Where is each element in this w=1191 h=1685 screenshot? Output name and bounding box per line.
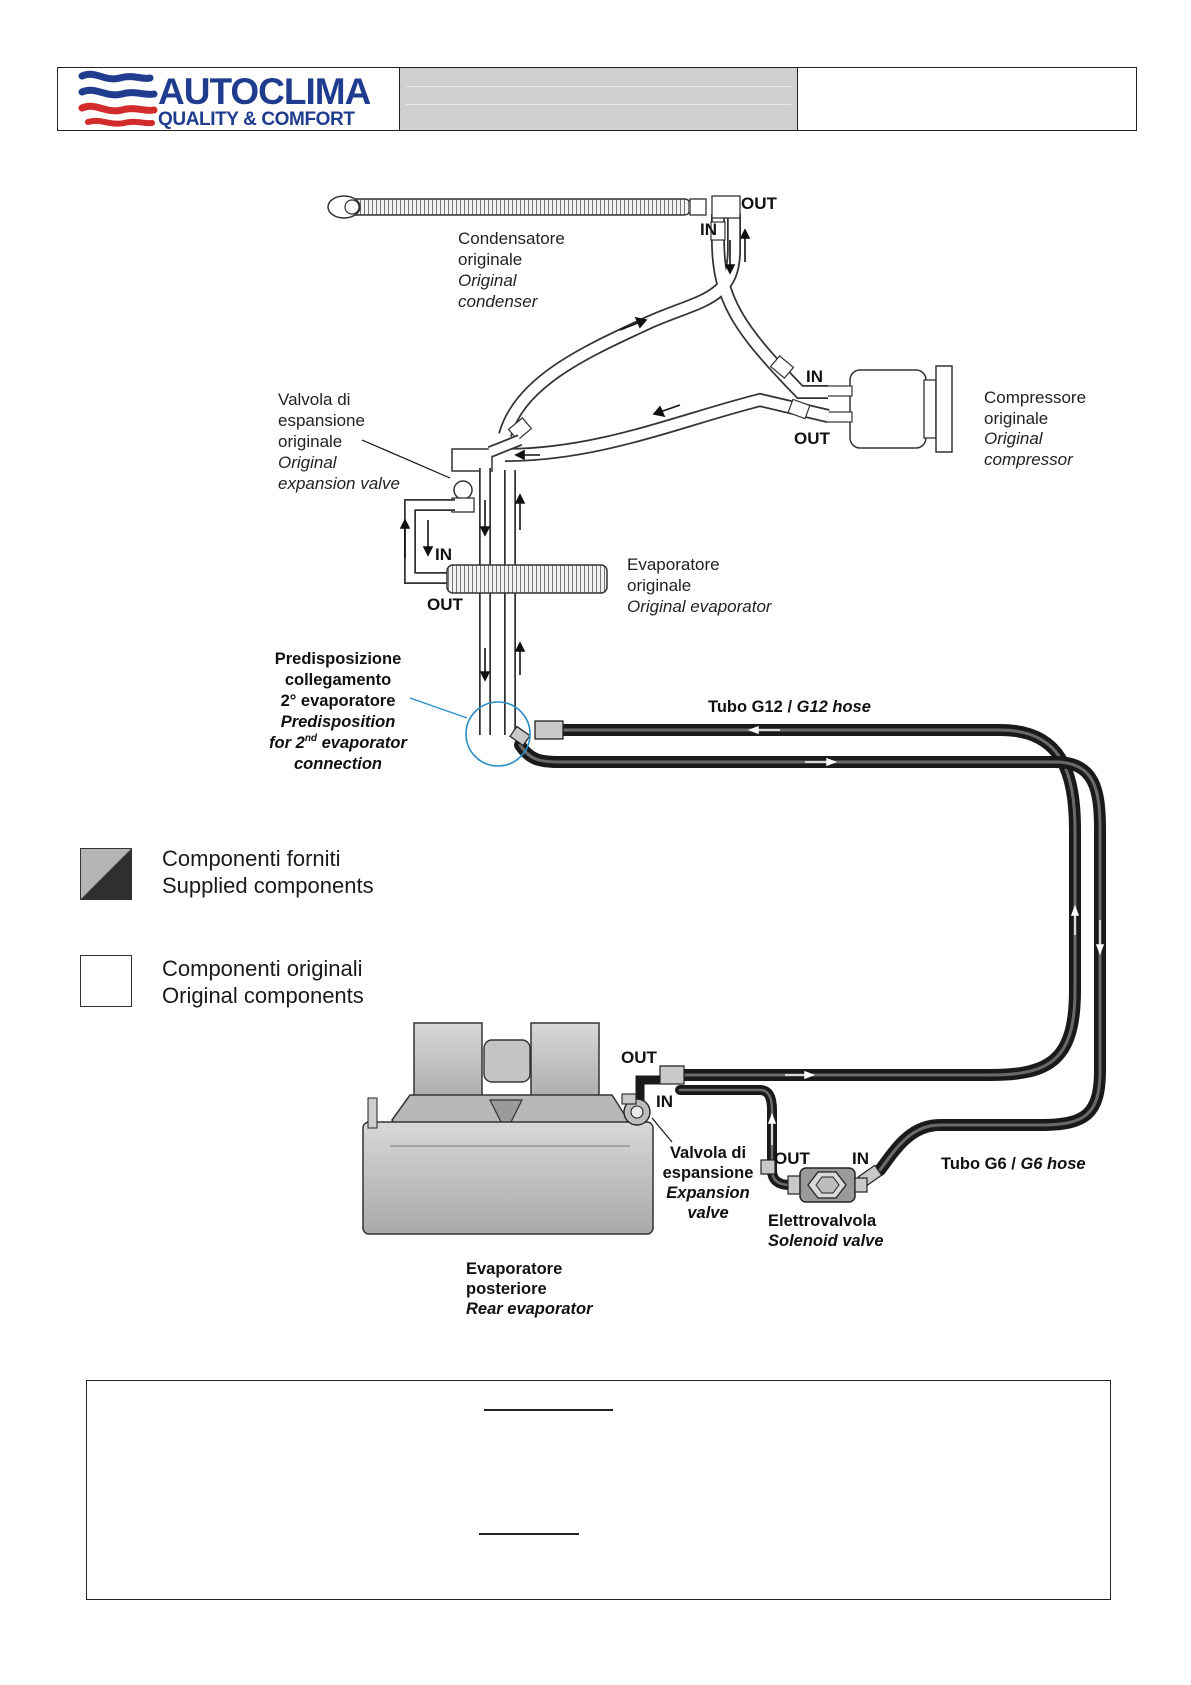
predisposition-it-2: collegamento <box>285 671 391 689</box>
rear-evaporator <box>362 1022 654 1235</box>
predisposition-en-3: connection <box>294 755 382 773</box>
notes-underline-2 <box>479 1533 579 1535</box>
evaporator-in-label: IN <box>435 545 452 564</box>
rear-evap-in-label: IN <box>656 1092 673 1111</box>
orig-valve-label-it-3: originale <box>278 432 342 451</box>
rear-valve-label-en-2: valve <box>687 1204 728 1222</box>
compressor-label-en-2: compressor <box>984 450 1074 469</box>
legend-swatch-supplied <box>80 848 132 900</box>
supplied-flow-arrows <box>747 725 1105 1145</box>
header-title-cell <box>400 68 798 130</box>
rear-expansion-valve <box>621 1065 685 1143</box>
original-compressor <box>825 365 953 453</box>
flow-arrows <box>399 228 751 682</box>
legend-original-en: Original components <box>162 983 364 1008</box>
solenoid-out-label: OUT <box>774 1149 811 1168</box>
original-hoses <box>498 195 830 462</box>
orig-valve-label-it-1: Valvola di <box>278 390 350 409</box>
compressor-label-it-1: Compressore <box>984 388 1086 407</box>
compressor-label-en-1: Original <box>984 429 1044 448</box>
rear-evap-label-it-2: posteriore <box>466 1280 547 1298</box>
evaporator-label-it-1: Evaporatore <box>627 555 720 574</box>
evaporator-out-label: OUT <box>427 595 464 614</box>
solenoid-valve <box>787 1167 868 1203</box>
condenser-label-it-2: originale <box>458 250 522 269</box>
brand-name: AUTOCLIMA <box>158 71 371 112</box>
orig-valve-leader <box>361 439 451 479</box>
predisposition-it-3: 2° evaporatore <box>281 692 396 710</box>
condenser-in-label: IN <box>700 220 717 239</box>
brand-tagline: QUALITY & COMFORT <box>158 109 355 130</box>
orig-valve-label-it-2: espansione <box>278 411 365 430</box>
evaporator-pipes <box>404 434 523 735</box>
predisposition-it-1: Predisposizione <box>275 650 402 668</box>
evaporator-label-en: Original evaporator <box>627 597 773 616</box>
legend-original-it: Componenti originali <box>162 956 363 981</box>
predisposition-marker <box>409 697 531 767</box>
orig-valve-label-en-2: expansion valve <box>278 474 400 493</box>
legend-supplied-it: Componenti forniti <box>162 846 341 871</box>
rear-evap-label-it-1: Evaporatore <box>466 1260 562 1278</box>
legend-original: Componenti originali Original components <box>162 955 364 1009</box>
evaporator-label-it-2: originale <box>627 576 691 595</box>
orig-valve-label-en-1: Original <box>278 453 338 472</box>
autoclima-logo-mark <box>78 70 158 127</box>
rear-evap-label-en: Rear evaporator <box>466 1300 594 1318</box>
original-expansion-valve <box>451 448 493 513</box>
solenoid-label-en: Solenoid valve <box>768 1232 884 1250</box>
document-header: AUTOCLIMA QUALITY & COMFORT <box>57 67 1137 131</box>
compressor-out-label: OUT <box>794 429 831 448</box>
original-condenser <box>327 195 707 219</box>
g6-hose-label: Tubo G6 / G6 hose <box>941 1155 1086 1173</box>
solenoid-label-it: Elettrovalvola <box>768 1212 877 1230</box>
legend-swatch-original <box>80 955 132 1007</box>
condenser-out-label: OUT <box>741 194 778 213</box>
original-evaporator <box>446 564 608 594</box>
legend-supplied: Componenti forniti Supplied components <box>162 845 374 899</box>
notes-underline-1 <box>484 1409 613 1411</box>
rear-valve-label-it-1: Valvola di <box>670 1144 746 1162</box>
rear-evap-out-label: OUT <box>621 1048 658 1067</box>
predisposition-en-2: for 2nd evaporator <box>269 733 408 752</box>
compressor-label-it-2: originale <box>984 409 1048 428</box>
notes-box <box>86 1380 1111 1600</box>
rear-valve-label-it-2: espansione <box>663 1164 754 1182</box>
predisposition-en-1: Predisposition <box>281 713 396 731</box>
solenoid-in-label: IN <box>852 1149 869 1168</box>
condenser-label-en-2: condenser <box>458 292 539 311</box>
legend-supplied-en: Supplied components <box>162 873 374 898</box>
logo-cell: AUTOCLIMA QUALITY & COMFORT <box>58 68 400 130</box>
rear-valve-label-en-1: Expansion <box>666 1184 749 1202</box>
g12-hose-label: Tubo G12 / G12 hose <box>708 698 871 716</box>
condenser-label-it-1: Condensatore <box>458 229 565 248</box>
condenser-label-en-1: Original <box>458 271 518 290</box>
compressor-in-label: IN <box>806 367 823 386</box>
